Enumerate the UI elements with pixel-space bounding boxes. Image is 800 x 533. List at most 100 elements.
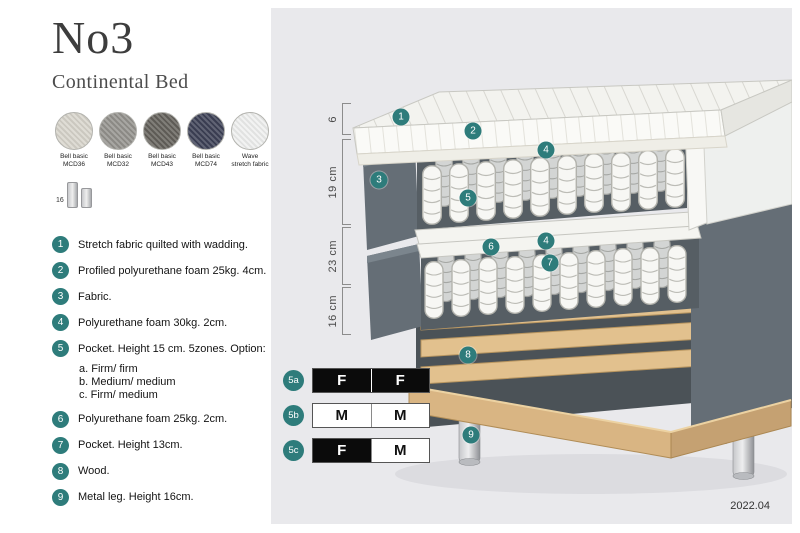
feature-text: Profiled polyurethane foam 25kg. 4cm. (78, 264, 267, 277)
feature-item: 3 Fabric. (52, 288, 268, 305)
callout-7: 7 (541, 254, 559, 272)
feature-text: Metal leg. Height 16cm. (78, 491, 194, 504)
swatch-label-line1: Bell basic (104, 153, 132, 160)
feature-text: Polyurethane foam 30kg. 2cm. (78, 316, 228, 329)
feature-item: 8 Wood. (52, 462, 268, 480)
firmness-option-5c: 5c F M (283, 438, 430, 463)
callout-5: 5 (459, 189, 477, 207)
fabric-swatch-image (187, 112, 225, 150)
fabric-swatch-image (55, 112, 93, 150)
version-label: 2022.04 (730, 500, 770, 512)
swatch-label-line2: MCD32 (106, 161, 130, 169)
feature-number-badge: 9 (52, 488, 69, 506)
feature-text: Polyurethane foam 25kg. 2cm. (78, 413, 228, 426)
feature-item: 2 Profiled polyurethane foam 25kg. 4cm. (52, 262, 268, 279)
swatch-label-line2: MCD43 (150, 161, 174, 169)
option-badge: 5a (283, 370, 304, 391)
firmness-bar: M M (312, 403, 430, 428)
feature-number-badge: 1 (52, 236, 69, 253)
swatch-label-line1: Bell basic (148, 153, 176, 160)
feature-item: 7 Pocket. Height 13cm. (52, 436, 268, 454)
firmness-cell: F (370, 369, 429, 392)
feature-item: 4 Polyurethane foam 30kg. 2cm. (52, 314, 268, 331)
lower-pocket-unit (367, 223, 702, 340)
dimension-bracket (342, 227, 351, 285)
feature-number-badge: 8 (52, 462, 69, 480)
feature-text: Wood. (78, 465, 110, 478)
feature-item: 9 Metal leg. Height 16cm. (52, 488, 268, 506)
feature-text: Stretch fabric quilted with wadding. (78, 238, 248, 251)
swatch-label-line1: Bell basic (60, 153, 88, 160)
firmness-cell: M (370, 439, 429, 462)
dimension-upper-pocket: 19 cm (327, 139, 351, 225)
illustration-panel: 1 2 3 4 5 4 6 7 8 9 6 19 cm 23 cm 16 cm … (271, 8, 792, 524)
option-badge: 5b (283, 405, 304, 426)
callout-6: 6 (482, 238, 500, 256)
feature-option: c. Firm/ medium (79, 388, 158, 401)
dimension-label: 6 (327, 115, 339, 123)
firmness-cell: F (313, 369, 371, 392)
dimension-lower-pocket: 23 cm (327, 227, 351, 285)
feature-number-badge: 3 (52, 288, 69, 305)
dimension-bracket (342, 103, 351, 135)
feature-item: 6 Polyurethane foam 25kg. 2cm. (52, 410, 268, 428)
callout-1: 1 (392, 108, 410, 126)
metal-leg-icon (66, 182, 78, 208)
fabric-swatch-image (99, 112, 137, 150)
feature-text: Pocket. Height 13cm. (78, 439, 183, 452)
feature-number-badge: 2 (52, 262, 69, 279)
dimension-bracket (342, 287, 351, 335)
swatch-label-line1: Bell basic (192, 153, 220, 160)
callout-4-lower: 4 (537, 232, 555, 250)
wood-base-rim (408, 385, 792, 459)
metal-leg-icon (80, 188, 92, 208)
leg-height-label: 16 (56, 197, 64, 204)
firmness-cell: M (313, 404, 371, 427)
callout-4-upper: 4 (537, 141, 555, 159)
feature-number-badge: 4 (52, 314, 69, 331)
feature-text: Fabric. (78, 290, 112, 303)
feature-item: 5 Pocket. Height 15 cm. 5zones. Option: (52, 340, 268, 357)
feature-options: a. Firm/ firm b. Medium/ medium c. Firm/… (79, 363, 268, 402)
firmness-bar: F F (312, 368, 430, 393)
bed-cutaway-illustration (352, 79, 792, 494)
dimension-top-foam: 6 (327, 103, 351, 135)
callout-9: 9 (462, 426, 480, 444)
leg-dimension-icon: 16 (56, 176, 92, 208)
feature-number-badge: 6 (52, 410, 69, 428)
feature-list: 1 Stretch fabric quilted with wadding. 2… (52, 236, 268, 515)
dimension-leg-height: 16 cm (327, 287, 351, 335)
feature-number-badge: 5 (52, 340, 69, 357)
feature-item: 1 Stretch fabric quilted with wadding. (52, 236, 268, 253)
firmness-cell: F (313, 439, 371, 462)
page-subtitle: Continental Bed (52, 71, 189, 94)
option-badge: 5c (283, 440, 304, 461)
firmness-bar: F M (312, 438, 430, 463)
fabric-swatch-image (231, 112, 269, 150)
dimension-label: 23 cm (327, 239, 339, 273)
firmness-option-5a: 5a F F (283, 368, 430, 393)
brand-block: No3 Continental Bed (52, 12, 189, 94)
fabric-swatch-image (143, 112, 181, 150)
swatch-label-line1: Wave (241, 153, 259, 160)
swatch-label-line2: MCD74 (194, 161, 218, 169)
swatch-label-line2: stretch fabric (231, 161, 269, 169)
callout-2: 2 (464, 122, 482, 140)
feature-option: b. Medium/ medium (79, 375, 176, 388)
callout-8: 8 (459, 346, 477, 364)
swatch-label-line2: MCD36 (62, 161, 86, 169)
page-title: No3 (52, 12, 135, 63)
feature-number-badge: 7 (52, 436, 69, 454)
dimension-label: 16 cm (327, 294, 339, 328)
firmness-cell: M (370, 404, 429, 427)
dimension-label: 19 cm (327, 165, 339, 199)
feature-text: Pocket. Height 15 cm. 5zones. Option: (78, 342, 266, 355)
firmness-option-5b: 5b M M (283, 403, 430, 428)
ground-shadow (395, 454, 787, 494)
